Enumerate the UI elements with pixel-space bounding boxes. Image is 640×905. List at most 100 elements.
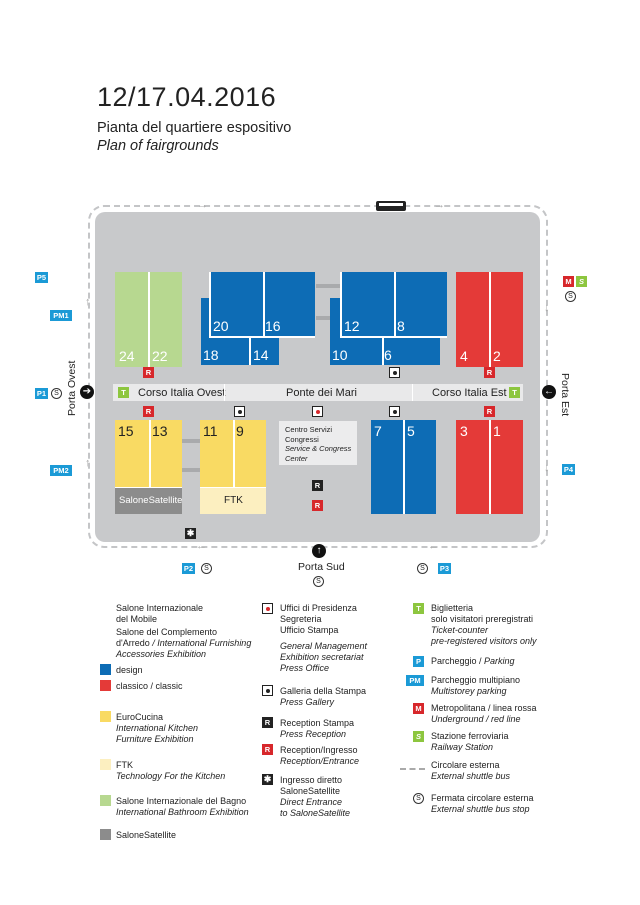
hall-number: 4 xyxy=(460,348,468,364)
hall-number: 12 xyxy=(344,318,360,334)
gate-est-arrow-icon[interactable]: ← xyxy=(542,385,556,399)
parking-p5-badge[interactable]: P5 xyxy=(35,272,48,283)
hall-2-4[interactable]: 4 2 xyxy=(456,272,523,367)
parking-p4-badge[interactable]: P4 xyxy=(562,464,575,475)
date-heading: 12/17.04.2016 xyxy=(97,82,277,112)
legend-uffici: Uffici di Presidenza Segreteria Ufficio … xyxy=(280,603,368,673)
gate-sud-arrow-icon[interactable]: ↑ xyxy=(312,544,326,558)
route-arrow-icon: → xyxy=(434,199,445,211)
hall-13-15[interactable]: 15 13 xyxy=(115,420,182,487)
gate-ovest-label: Porta Ovest xyxy=(66,360,78,416)
legend-biglietteria: Biglietteria solo visitatori preregistra… xyxy=(431,603,537,646)
ponte-dei-mari xyxy=(224,384,413,401)
hall-9-11[interactable]: 11 9 xyxy=(200,420,266,487)
legend-ftk-swatch xyxy=(100,759,111,770)
legend-railway-icon: S xyxy=(413,731,424,742)
hall-number: 8 xyxy=(397,318,405,334)
parking-pm2-badge[interactable]: PM2 xyxy=(50,465,72,476)
legend-design-swatch xyxy=(100,664,111,675)
ticket-icon: T xyxy=(118,387,129,398)
press-gallery-icon xyxy=(234,406,245,417)
hall-number: 20 xyxy=(213,318,229,334)
hall-number: 6 xyxy=(384,347,392,363)
legend-rec-stampa: Reception Stampa Press Reception xyxy=(280,718,355,739)
legend-direct-entrance-icon: ✱ xyxy=(262,774,273,785)
legend-classic: classico / classic xyxy=(116,681,183,691)
ftk-area[interactable]: FTK xyxy=(200,487,266,514)
hall-number: 18 xyxy=(203,347,219,363)
parking-p3-badge[interactable]: P3 xyxy=(438,563,451,574)
main-avenue xyxy=(113,384,523,401)
hall-5-7[interactable]: 7 5 xyxy=(371,420,436,514)
legend-shuttle-stop-icon: S xyxy=(413,793,424,804)
reception-icon: R xyxy=(143,406,154,417)
press-gallery-icon xyxy=(389,406,400,417)
presidency-office-icon xyxy=(312,406,323,417)
shuttle-stop-icon: S xyxy=(313,576,324,587)
metro-badge[interactable]: M xyxy=(563,276,574,287)
route-arrow-icon: ← xyxy=(196,540,207,552)
walkway xyxy=(182,439,200,443)
service-center-line: Centro Servizi xyxy=(285,425,333,434)
service-center-line: Congressi xyxy=(285,434,319,444)
parking-p1-badge[interactable]: P1 xyxy=(35,388,48,399)
legend-press-gallery-icon xyxy=(262,685,273,696)
salonesatellite-area[interactable]: SaloneSatellite xyxy=(115,487,182,514)
gate-est-label: Porta Est xyxy=(559,373,571,417)
hall-number: 11 xyxy=(203,423,218,439)
legend-bagno: Salone Internazionale del Bagno Internat… xyxy=(116,796,249,817)
hall-number: 13 xyxy=(152,423,168,439)
street-corso-italia-ovest: Corso Italia Ovest xyxy=(138,387,226,399)
legend-salone: Salone Internazionale del Mobile xyxy=(116,603,204,624)
shuttle-stop-icon: S xyxy=(417,563,428,574)
salonesatellite-label: SaloneSatellite xyxy=(119,495,183,506)
parking-pm1-badge[interactable]: PM1 xyxy=(50,310,72,321)
hall-number: 5 xyxy=(407,423,415,439)
railway-badge[interactable]: S xyxy=(576,276,587,287)
service-congress-center[interactable]: Centro Servizi Congressi Service & Congr… xyxy=(279,421,357,465)
hall-22-24[interactable]: 24 22 xyxy=(115,272,182,367)
reception-icon: R xyxy=(143,367,154,378)
legend-satellite: SaloneSatellite xyxy=(116,830,177,840)
legend-ticket-icon: T xyxy=(413,603,424,614)
gate-ovest-arrow-icon[interactable]: ➔ xyxy=(80,385,94,399)
legend-eurocucina-swatch xyxy=(100,711,111,722)
parking-p2-badge[interactable]: P2 xyxy=(182,563,195,574)
hall-8-12[interactable]: 12 8 xyxy=(340,272,447,338)
shuttle-stop-icon: S xyxy=(51,388,62,399)
legend-satellite-swatch xyxy=(100,829,111,840)
gate-sud-label: Porta Sud xyxy=(298,561,345,573)
hall-number: 2 xyxy=(493,348,501,364)
legend-galleria: Galleria della Stampa Press Gallery xyxy=(280,686,367,707)
street-ponte-dei-mari: Ponte dei Mari xyxy=(286,387,357,399)
hall-number: 15 xyxy=(118,423,134,439)
walkway xyxy=(316,316,340,320)
ftk-label: FTK xyxy=(224,495,243,506)
hall-number: 1 xyxy=(493,423,501,439)
route-arrow-icon: ↑ xyxy=(85,457,91,469)
hall-number: 10 xyxy=(332,347,348,363)
walkway xyxy=(182,468,200,472)
reception-icon: R xyxy=(312,500,323,511)
hall-number: 14 xyxy=(253,347,269,363)
legend-parking-icon: P xyxy=(413,656,424,667)
legend-complemento: Salone del Complemento d'Arredo / Intern… xyxy=(116,627,252,659)
legend-presidency-icon xyxy=(262,603,273,614)
service-center-line: Center xyxy=(285,453,308,463)
hall-number: 22 xyxy=(152,348,168,364)
legend-press-reception-icon: R xyxy=(262,717,273,728)
legend-classic-swatch xyxy=(100,680,111,691)
legend-design: design xyxy=(116,665,143,675)
legend-multipiano: Parcheggio multipiano Multistorey parkin… xyxy=(431,675,521,696)
hall-number: 7 xyxy=(374,423,382,439)
route-arrow-icon: ↓ xyxy=(544,302,550,314)
legend-ingresso: Ingresso diretto SaloneSatellite Direct … xyxy=(280,775,351,818)
legend-rec-ingresso: Reception/Ingresso Reception/Entrance xyxy=(280,745,360,766)
legend-circolare: Circolare esterna External shuttle bus xyxy=(431,760,511,781)
legend-bagno-swatch xyxy=(100,795,111,806)
hall-1-3[interactable]: 3 1 xyxy=(456,420,523,514)
hall-16-20[interactable]: 20 16 xyxy=(209,272,315,338)
shuttle-stop-icon: S xyxy=(565,291,576,302)
bus-icon xyxy=(376,201,406,211)
route-arrow-icon: ← xyxy=(428,540,439,552)
